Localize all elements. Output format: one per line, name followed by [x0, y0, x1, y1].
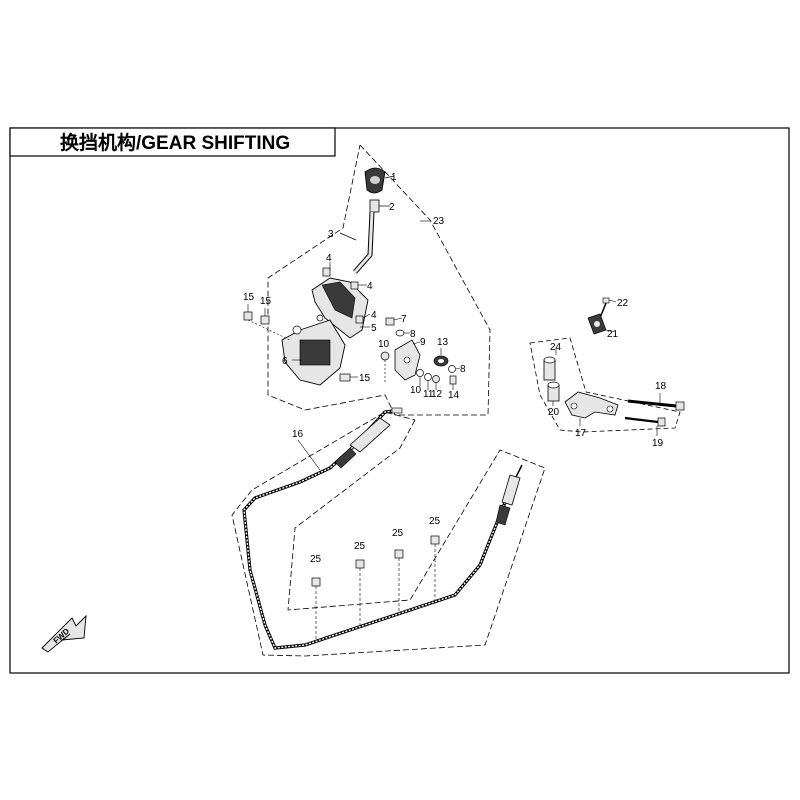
callout-9: 9 [420, 337, 426, 348]
callout-3: 3 [328, 229, 334, 240]
pin-7 [385, 317, 395, 326]
diagram-title: 换挡机构/GEAR SHIFTING [60, 131, 290, 154]
washer-10-b [416, 369, 424, 377]
shift-arm-17 [564, 391, 619, 419]
callout-25-d: 25 [429, 516, 441, 527]
nut-12 [432, 375, 440, 383]
callout-1: 1 [391, 172, 397, 183]
sensor-21 [587, 313, 607, 335]
washer-10 [380, 351, 390, 361]
bracket-9 [394, 339, 421, 381]
callout-4-a: 4 [326, 253, 332, 264]
callout-14: 14 [448, 390, 460, 401]
bolt-15-b [260, 315, 270, 325]
callout-5: 5 [371, 323, 377, 334]
callout-23: 23 [433, 216, 445, 227]
callout-22: 22 [617, 298, 629, 309]
callout-6: 6 [282, 356, 288, 367]
title-box [9, 127, 336, 157]
bolt-15-a [243, 311, 253, 321]
callout-11: 11 [423, 389, 434, 400]
callout-7: 7 [401, 314, 407, 325]
shift-cable [242, 407, 523, 650]
callout-8-a: 8 [410, 329, 416, 340]
fwd-arrow-icon: FWD [41, 614, 87, 653]
shift-knob [364, 167, 386, 194]
callout-4-c: 4 [371, 310, 377, 321]
callout-21: 21 [607, 329, 619, 340]
callout-20: 20 [548, 407, 560, 418]
knob-nut [369, 199, 380, 213]
bolt-14 [449, 375, 457, 385]
callout-2: 2 [389, 202, 395, 213]
sleeve-24 [543, 356, 556, 381]
callout-25-a: 25 [310, 554, 322, 565]
spring-13 [433, 355, 449, 367]
washer-8-b [448, 365, 456, 373]
bolt-group-4 [322, 267, 364, 324]
bolt-22 [599, 297, 610, 319]
assembly-outline-cable [231, 411, 546, 657]
callout-10-b: 10 [410, 385, 422, 396]
callout-25-b: 25 [354, 541, 366, 552]
bolt-15-c [339, 373, 351, 382]
clamp-25-d [430, 535, 440, 600]
clamp-25-a [311, 577, 321, 640]
clamp-25-c [394, 549, 404, 612]
frame-border [9, 127, 790, 674]
clamp-25-b [355, 559, 365, 625]
callout-8-b: 8 [460, 364, 466, 375]
callout-25-c: 25 [392, 528, 404, 539]
washer-8 [395, 329, 405, 337]
washer-11 [424, 373, 432, 381]
assembly-outline-upper [267, 144, 491, 416]
sleeve-20 [547, 381, 560, 402]
callout-16: 16 [292, 429, 304, 440]
callout-15-b: 15 [260, 296, 272, 307]
callout-17: 17 [575, 428, 587, 439]
callout-12: 12 [431, 389, 443, 400]
callout-13: 13 [437, 337, 449, 348]
callout-4-b: 4 [367, 281, 373, 292]
bolt-19 [624, 416, 666, 427]
callout-18: 18 [655, 381, 667, 392]
callout-24: 24 [550, 342, 562, 353]
callout-10-a: 10 [378, 339, 390, 350]
callout-19: 19 [652, 438, 664, 449]
assembly-outline-right [529, 337, 681, 433]
callout-15-c: 15 [359, 373, 371, 384]
bolt-18 [627, 399, 685, 411]
shift-lever-rod [353, 211, 375, 274]
callout-15-a: 15 [243, 292, 255, 303]
callouts: 1 2 3 4 4 4 5 6 7 8 8 9 10 10 11 12 13 1… [243, 172, 667, 565]
shifter-housing [281, 277, 369, 386]
